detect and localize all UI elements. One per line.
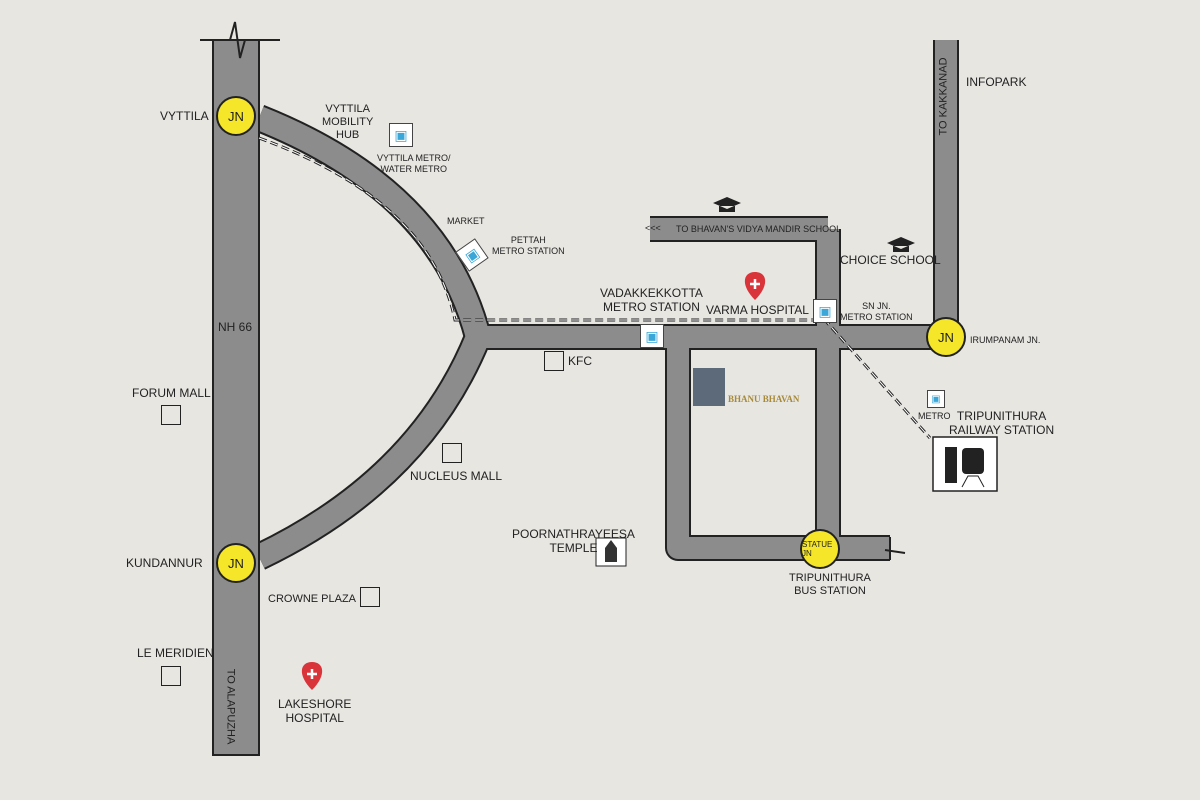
road-break-icon <box>200 21 280 59</box>
sn-jn-metro-icon: ▣ <box>813 299 837 323</box>
label-vyttila: VYTTILA <box>160 109 209 123</box>
label-choice-school: CHOICE SCHOOL <box>840 253 941 267</box>
label-nh66: NH 66 <box>218 320 253 334</box>
statue-junction: STATUE JN <box>800 529 840 569</box>
kundannur-junction: JN <box>216 543 256 583</box>
forum-mall-marker <box>161 405 181 425</box>
label-infopark: INFOPARK <box>966 75 1027 89</box>
vyttila-junction: JN <box>216 96 256 136</box>
label-vyttila-metro: VYTTILA METRO/WATER METRO <box>377 153 451 174</box>
label-to-kakkanad: TO KAKKANAD <box>937 57 950 136</box>
vadakkekkotta-metro-icon: ▣ <box>640 324 664 348</box>
vyttila-metro-icon: ▣ <box>389 123 413 147</box>
label-sn-jn-metro: SN JN.METRO STATION <box>840 301 913 322</box>
label-le-meridien: LE MERIDIEN <box>137 646 214 660</box>
label-metro: METRO <box>918 411 951 421</box>
label-irumpanam: IRUMPANAM JN. <box>970 335 1041 345</box>
nh66-road <box>212 39 260 756</box>
label-forum-mall: FORUM MALL <box>132 386 211 400</box>
crowne-plaza-marker <box>360 587 380 607</box>
label-to-alapuzha: TO ALAPUZHA <box>224 668 237 745</box>
graduation-cap-icon <box>713 197 915 252</box>
label-market: MARKET <box>447 216 485 226</box>
project-building-image <box>693 368 725 406</box>
tripunithura-metro-icon: ▣ <box>927 390 945 408</box>
label-crowne-plaza: CROWNE PLAZA <box>268 593 357 605</box>
le-meridien-marker <box>161 666 181 686</box>
irumpanam-junction: JN <box>926 317 966 357</box>
kfc-marker <box>544 351 564 371</box>
label-bhavans-school: TO BHAVAN'S VIDYA MANDIR SCHOOL <box>676 224 842 234</box>
project-logo: BHANU BHAVAN <box>728 394 800 404</box>
label-varma-hospital: VARMA HOSPITAL <box>706 303 809 317</box>
label-arrows-left: <<< <box>645 223 661 233</box>
nucleus-mall-marker <box>442 443 462 463</box>
label-nucleus-mall: NUCLEUS MALL <box>410 469 503 483</box>
label-kundannur: KUNDANNUR <box>126 556 203 570</box>
label-kfc: KFC <box>568 354 592 368</box>
